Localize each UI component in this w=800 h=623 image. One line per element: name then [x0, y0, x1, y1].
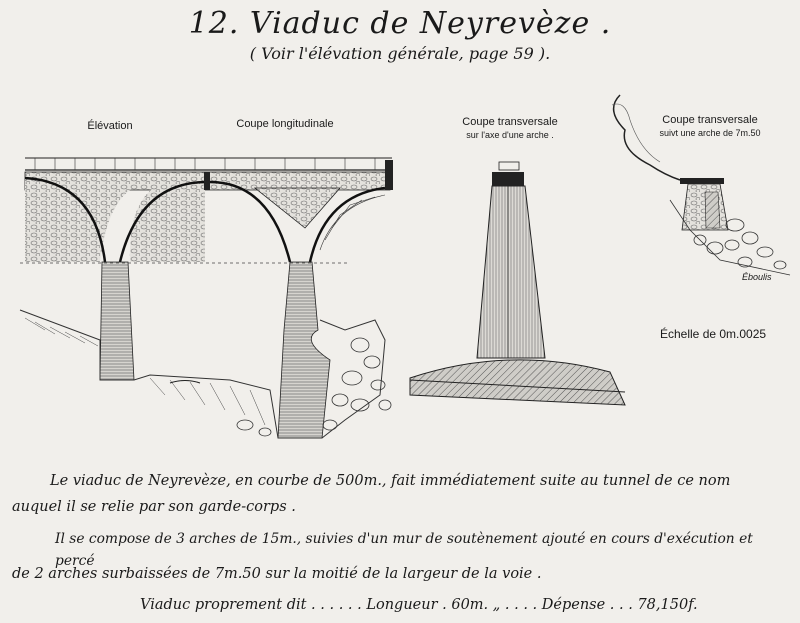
paragraph-2-line-2: de 2 arches surbaissées de 7m.50 sur la …	[12, 566, 542, 582]
label-coupe-transversale-1-title: Coupe transversale	[462, 116, 558, 128]
label-coupe-transversale-1: Coupe transversale sur l'axe d'une arche…	[440, 116, 580, 140]
paragraph-2-line-1: Il se compose de 3 arches de 15m., suivi…	[55, 531, 753, 569]
scale-label: Échelle de 0m.0025	[660, 327, 767, 341]
elevation-drawing	[19, 157, 393, 439]
summary-line: Viaduc proprement dit . . . . . . Longue…	[140, 597, 698, 613]
transverse-section-drawing-2	[611, 94, 791, 276]
label-coupe-longitudinale: Coupe longitudinale	[236, 118, 334, 130]
label-eboulis: Éboulis	[742, 272, 772, 282]
transverse-section-drawing-1	[409, 161, 626, 406]
label-coupe-transversale-2: Coupe transversale suivt une arche de 7m…	[640, 114, 780, 138]
engineering-drawing	[19, 94, 791, 439]
label-coupe-transversale-2-title: Coupe transversale	[662, 114, 758, 126]
label-coupe-transversale-2-sub: suivt une arche de 7m.50	[659, 128, 761, 138]
label-elevation: Élévation	[87, 120, 133, 132]
page-subtitle: ( Voir l'élévation générale, page 59 ).	[249, 44, 551, 63]
label-coupe-transversale-1-sub: sur l'axe d'une arche .	[466, 130, 554, 140]
page-title: 12. Viaduc de Neyrevèze .	[188, 6, 612, 41]
paragraph-1-line-2: auquel il se relie par son garde-corps .	[12, 499, 296, 515]
paragraph-1-line-1: Le viaduc de Neyrevèze, en courbe de 500…	[50, 473, 731, 489]
